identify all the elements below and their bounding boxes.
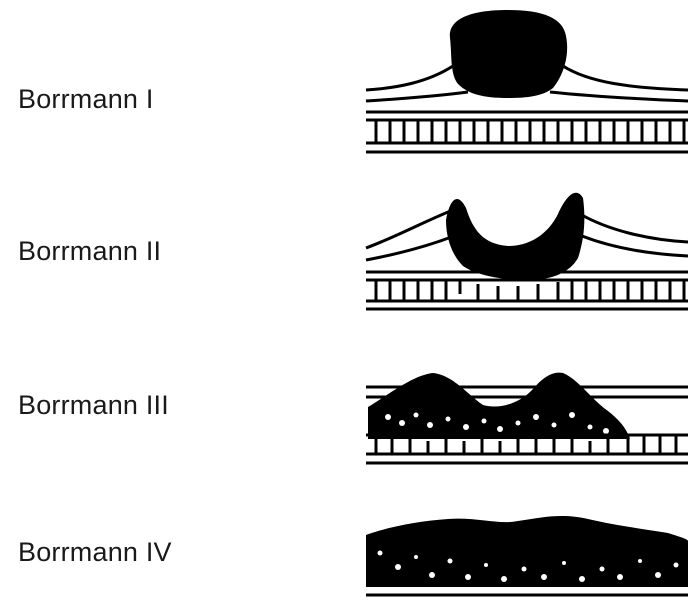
mucosa-line-2 bbox=[366, 92, 468, 101]
label-borrmann-4: Borrmann IV bbox=[18, 537, 172, 568]
label-borrmann-2: Borrmann II bbox=[18, 236, 161, 267]
mucosa-line-2 bbox=[366, 236, 454, 260]
tumor-mass bbox=[450, 10, 567, 98]
mucosa-line-top bbox=[366, 66, 453, 90]
mucosa-line-top-right bbox=[580, 214, 688, 242]
diagram-borrmann-1 bbox=[358, 4, 688, 164]
diagram-borrmann-3 bbox=[358, 365, 688, 470]
muscularis-bars bbox=[376, 280, 684, 300]
diagram-borrmann-2 bbox=[358, 180, 688, 315]
mucosa-line-2-right bbox=[550, 92, 688, 101]
mucosa-line-2-right bbox=[582, 236, 688, 256]
tumor-mass bbox=[366, 516, 688, 587]
mucosa-line-top-right bbox=[563, 66, 688, 90]
muscularis-bars bbox=[376, 120, 684, 142]
tumor-mass bbox=[446, 193, 584, 280]
label-borrmann-3: Borrmann III bbox=[18, 390, 169, 421]
diagram-borrmann-4 bbox=[358, 505, 688, 602]
label-borrmann-1: Borrmann I bbox=[18, 84, 154, 115]
